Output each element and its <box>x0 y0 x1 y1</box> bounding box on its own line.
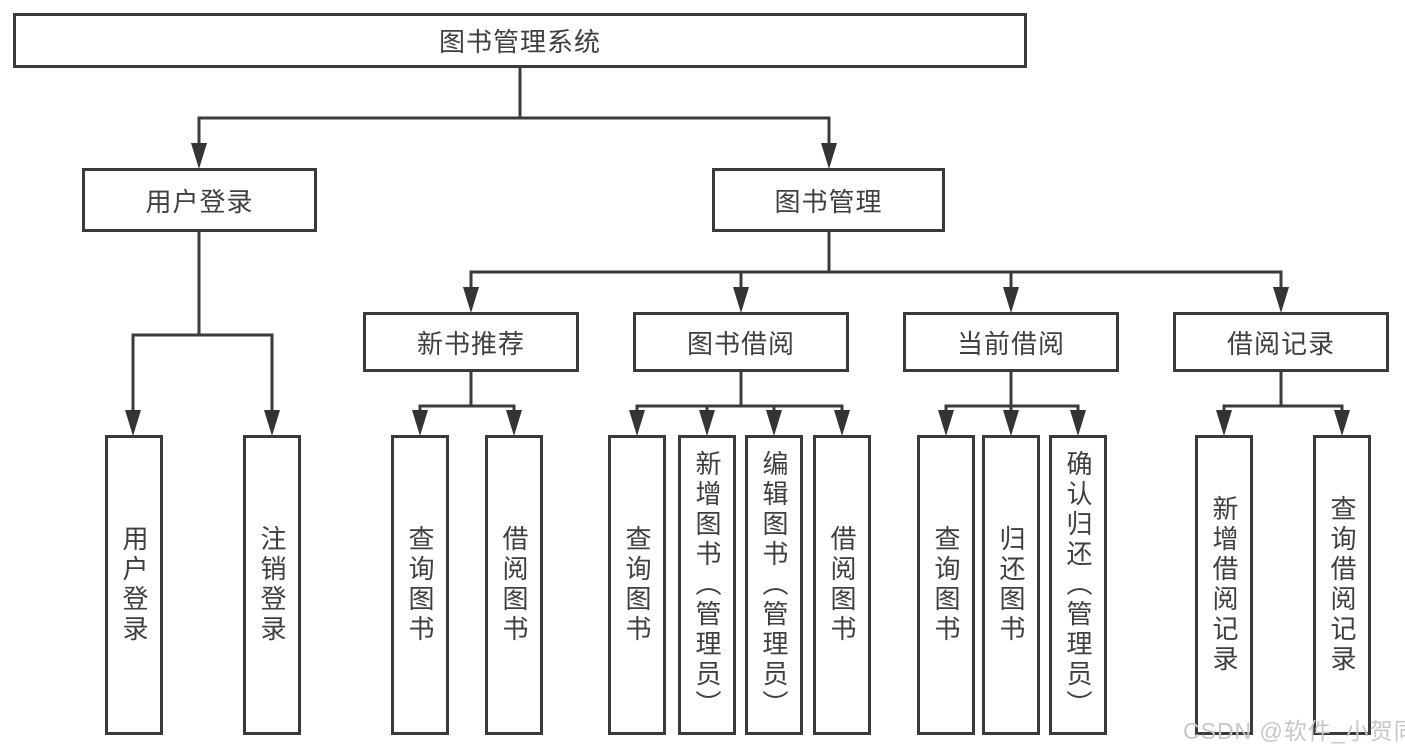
node-system-root-label: 图书管理系统 <box>438 27 601 57</box>
node-book-borrow: 图书借阅 <box>633 312 849 372</box>
node-borrow-record-label: 借阅记录 <box>1226 328 1335 359</box>
arrowhead <box>125 410 141 436</box>
leaf-recommend-borrow-book: 借阅图书 <box>485 435 543 735</box>
leaf-add-borrow-record: 新增借阅记录 <box>1195 435 1253 735</box>
node-new-book-recommend: 新书推荐 <box>363 312 579 372</box>
leaf-return-book: 归还图书 <box>982 435 1040 735</box>
arrowhead <box>191 143 207 169</box>
arrowhead <box>766 410 782 436</box>
leaf-current-query-book: 查询图书 <box>917 435 975 735</box>
arrowhead <box>1334 410 1350 436</box>
leaf-logout-label: 注销登录 <box>257 525 287 645</box>
leaf-user-login-label: 用户登录 <box>119 525 149 645</box>
arrowhead <box>821 143 837 169</box>
node-borrow-record: 借阅记录 <box>1173 312 1389 372</box>
arrowhead <box>834 410 850 436</box>
edge-record-span <box>1222 404 1344 416</box>
edge-root-span <box>197 116 831 162</box>
node-system-root: 图书管理系统 <box>13 13 1027 68</box>
node-user-login: 用户登录 <box>82 168 317 232</box>
node-current-borrow: 当前借阅 <box>903 312 1119 372</box>
arrowhead <box>1273 287 1289 313</box>
leaf-recommend-query-book-label: 查询图书 <box>405 525 435 645</box>
edge-books-span <box>469 270 1283 306</box>
node-user-login-label: 用户登录 <box>145 186 254 217</box>
leaf-recommend-borrow-book-label: 借阅图书 <box>499 525 529 645</box>
leaf-confirm-return-admin-label: 确认归还（管理员） <box>1063 450 1093 720</box>
leaf-edit-book-admin: 编辑图书（管理员） <box>745 435 803 735</box>
node-current-borrow-label: 当前借阅 <box>956 328 1065 359</box>
arrowhead <box>1070 410 1086 436</box>
leaf-add-book-admin: 新增图书（管理员） <box>678 435 736 735</box>
arrowhead <box>264 410 280 436</box>
leaf-query-borrow-record: 查询借阅记录 <box>1313 435 1371 735</box>
leaf-query-borrow-record-label: 查询借阅记录 <box>1327 495 1357 675</box>
leaf-confirm-return-admin: 确认归还（管理员） <box>1049 435 1107 735</box>
edge-current-span <box>944 404 1080 416</box>
arrowhead <box>463 287 479 313</box>
arrowhead <box>629 410 645 436</box>
leaf-recommend-query-book: 查询图书 <box>391 435 449 735</box>
leaf-edit-book-admin-label: 编辑图书（管理员） <box>759 450 789 720</box>
leaf-borrow-query-book-label: 查询图书 <box>622 525 652 645</box>
node-book-borrow-label: 图书借阅 <box>686 328 795 359</box>
arrowhead <box>733 287 749 313</box>
arrowhead <box>1003 410 1019 436</box>
leaf-add-borrow-record-label: 新增借阅记录 <box>1209 495 1239 675</box>
arrowhead <box>699 410 715 436</box>
leaf-borrow-query-book: 查询图书 <box>608 435 666 735</box>
edge-borrow-span <box>635 404 844 416</box>
leaf-add-book-admin-label: 新增图书（管理员） <box>692 450 722 720</box>
arrowhead <box>1216 410 1232 436</box>
node-book-management: 图书管理 <box>712 168 945 232</box>
node-new-book-recommend-label: 新书推荐 <box>416 328 525 359</box>
leaf-borrow-book: 借阅图书 <box>813 435 871 735</box>
leaf-borrow-book-label: 借阅图书 <box>827 525 857 645</box>
node-book-management-label: 图书管理 <box>774 186 883 217</box>
watermark-text: CSDN @软件_小贺同学 <box>1183 718 1405 744</box>
edge-newbook-span <box>418 404 516 416</box>
leaf-logout: 注销登录 <box>243 435 301 735</box>
arrowhead <box>938 410 954 436</box>
arrowhead <box>506 410 522 436</box>
leaf-return-book-label: 归还图书 <box>996 525 1026 645</box>
edge-login-span <box>131 333 274 429</box>
arrowhead <box>1003 287 1019 313</box>
leaf-user-login: 用户登录 <box>105 435 163 735</box>
leaf-current-query-book-label: 查询图书 <box>931 525 961 645</box>
arrowhead <box>412 410 428 436</box>
